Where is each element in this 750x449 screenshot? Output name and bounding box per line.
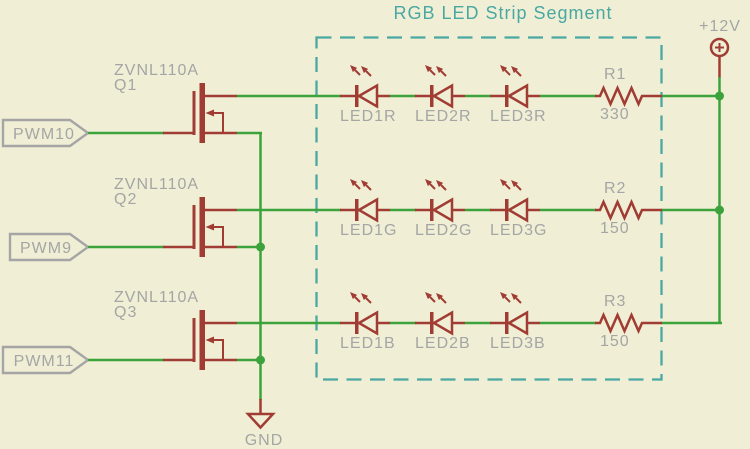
resistor-symbol bbox=[595, 198, 662, 222]
led-symbol bbox=[490, 179, 540, 223]
power-circle-plus-icon bbox=[709, 37, 730, 58]
channel-row-green: PWM9 ZVNL110A Q2 bbox=[8, 176, 722, 262]
led-symbol bbox=[415, 65, 465, 109]
pwm-input-label: PWM9 bbox=[20, 240, 72, 257]
channel-row-red: PWM10 ZVNL110A Q1 bbox=[1, 62, 722, 148]
junction-dot bbox=[256, 242, 265, 252]
junction-dot bbox=[715, 205, 724, 215]
power-flag: +12V bbox=[699, 18, 741, 78]
led-label: LED3G bbox=[490, 222, 547, 239]
power-rail-label: +12V bbox=[699, 18, 741, 35]
led-symbol bbox=[490, 65, 540, 109]
row-wires bbox=[88, 94, 722, 135]
pwm-input-label: PWM11 bbox=[14, 353, 75, 370]
mosfet-ref-label: Q1 bbox=[114, 77, 137, 94]
mosfet-part-label: ZVNL110A bbox=[114, 62, 199, 79]
mosfet-ref-label: Q3 bbox=[114, 304, 137, 321]
pwm-input-flag bbox=[1, 118, 91, 148]
pwm-input-flag bbox=[8, 232, 91, 262]
light-arrows-icon bbox=[425, 292, 447, 304]
light-arrows-icon bbox=[500, 65, 522, 77]
mosfet-part-label: ZVNL110A bbox=[114, 176, 199, 193]
light-arrows-icon bbox=[350, 179, 372, 191]
ground-symbol bbox=[245, 412, 276, 430]
light-arrows-icon bbox=[425, 65, 447, 77]
mosfet-symbol bbox=[163, 197, 237, 257]
junction-dot bbox=[256, 355, 265, 365]
pwm-input-label: PWM10 bbox=[13, 126, 75, 143]
light-arrows-icon bbox=[500, 179, 522, 191]
light-arrows-icon bbox=[350, 65, 372, 77]
led-label: LED2R bbox=[415, 108, 472, 125]
led-label: LED3R bbox=[490, 108, 547, 125]
resistor-value-label: 150 bbox=[600, 220, 630, 237]
body-diode-arrow-icon bbox=[205, 223, 214, 231]
led-label: LED1G bbox=[340, 222, 397, 239]
light-arrows-icon bbox=[425, 179, 447, 191]
row-wires bbox=[88, 321, 722, 362]
section-title: RGB LED Strip Segment bbox=[393, 3, 612, 23]
led-label: LED2G bbox=[415, 222, 472, 239]
body-diode-arrow-icon bbox=[205, 336, 214, 344]
resistor-value-label: 150 bbox=[600, 333, 630, 350]
resistor-ref-label: R2 bbox=[604, 180, 626, 197]
led-label: LED1B bbox=[340, 335, 396, 352]
mosfet-symbol bbox=[163, 83, 237, 143]
led-symbol bbox=[340, 292, 390, 336]
light-arrows-icon bbox=[500, 292, 522, 304]
junction-dot bbox=[715, 91, 724, 101]
mosfet-ref-label: Q2 bbox=[114, 191, 137, 208]
led-label: LED2B bbox=[415, 335, 471, 352]
resistor-symbol bbox=[595, 311, 662, 335]
mosfet-symbol bbox=[163, 310, 237, 370]
resistor-symbol bbox=[595, 84, 662, 108]
body-diode-arrow-icon bbox=[205, 109, 214, 117]
led-symbol bbox=[340, 179, 390, 223]
resistor-ref-label: R1 bbox=[604, 66, 626, 83]
pwm-input-flag bbox=[1, 345, 91, 375]
channel-row-blue: PWM11 ZVNL110A Q3 bbox=[1, 289, 722, 375]
ground-label: GND bbox=[245, 432, 284, 449]
led-symbol bbox=[490, 292, 540, 336]
led-symbol bbox=[415, 292, 465, 336]
led-label: LED3B bbox=[490, 335, 546, 352]
mosfet-part-label: ZVNL110A bbox=[114, 289, 199, 306]
led-symbol bbox=[415, 179, 465, 223]
led-symbol bbox=[340, 65, 390, 109]
junction-dots bbox=[256, 91, 724, 365]
resistor-ref-label: R3 bbox=[604, 293, 626, 310]
led-strip-boundary-box bbox=[315, 36, 663, 381]
light-arrows-icon bbox=[350, 292, 372, 304]
resistor-value-label: 330 bbox=[600, 106, 630, 123]
led-label: LED1R bbox=[340, 108, 397, 125]
